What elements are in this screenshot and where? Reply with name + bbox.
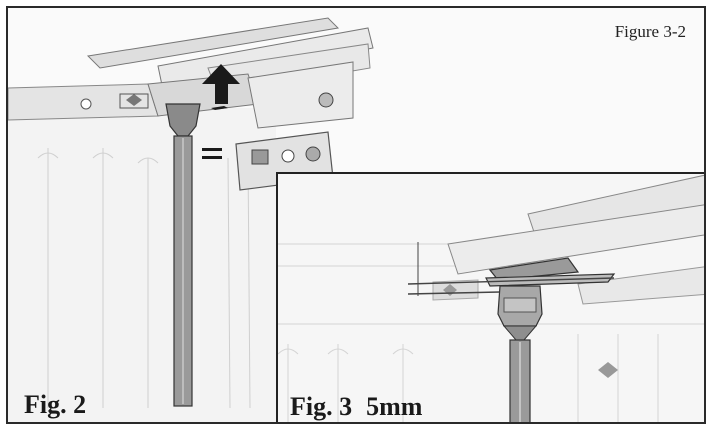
- figure-title: Figure 3-2: [614, 22, 686, 41]
- fig3-inset: Fig. 3 5mm: [276, 172, 704, 422]
- fig3-illustration: [278, 174, 704, 422]
- fig3-label: Fig. 3 5mm: [290, 392, 422, 422]
- figure-panel: Figure 3-2 Fig. 2: [6, 6, 706, 424]
- fig2-label: Fig. 2: [24, 390, 87, 419]
- fig3-label-text: Fig. 3: [290, 392, 353, 421]
- dimension-label: 5mm: [366, 392, 423, 421]
- fig2-illustration: [8, 17, 374, 422]
